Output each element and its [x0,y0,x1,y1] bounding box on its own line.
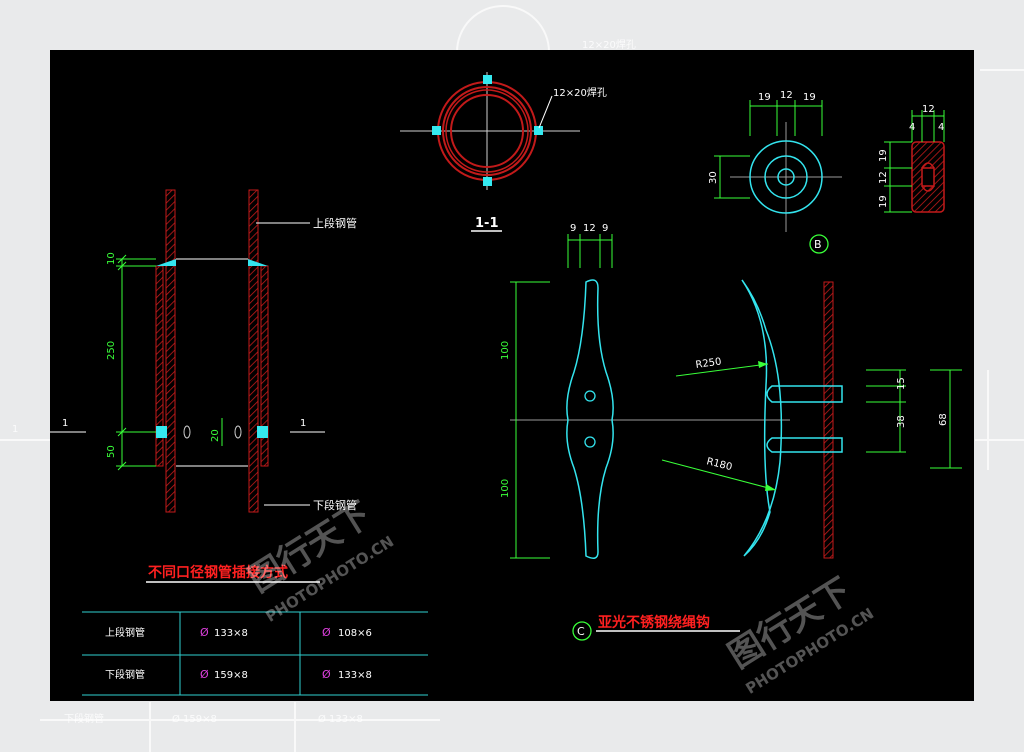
dim-top: 10 [106,252,117,265]
marker-b-label: B [814,238,822,251]
pulley-side-dim-6: 19 [878,195,889,208]
cad-drawing-sheet: 12×20焊孔 1-1 1 1 [50,50,974,701]
pipe-joint-drawing: 1 1 10 250 50 20 上段钢管 下段钢管 不同口径钢管插接方式 [50,189,357,583]
weld-hole-bottom [483,177,492,186]
weld-hole-left [432,126,441,135]
marker-c: C [572,621,592,641]
cleat-side-dim-2: 38 [896,415,907,428]
lower-pipe-label: 下段钢管 [313,498,357,512]
pulley-b-side: 12 4 4 19 12 19 [878,104,945,213]
cleat-side-dim-1: 15 [896,377,907,390]
weld-hole-right [534,126,543,135]
cleat-dim-upper: 100 [500,341,511,360]
table-row-2-name: 下段钢管 [105,668,145,681]
cleat-c-front: 9 12 9 100 100 [500,223,790,559]
diameter-symbol: Ø [200,668,209,681]
marker-c-label: C [577,625,585,638]
cad-drawing: 12×20焊孔 1-1 1 1 [50,72,962,696]
pulley-dim-2: 12 [780,90,793,101]
section-mark-left: 1 [62,418,68,429]
radius-1: R250 [695,356,722,371]
pulley-side-dim-1: 12 [922,104,935,115]
weld-hole-top [483,75,492,84]
joint-weld-right [257,426,268,438]
joint-weld-left [156,426,167,438]
pulley-side-dim-2: 4 [909,122,915,133]
pulley-b-front: 19 12 19 30 [708,90,842,232]
diameter-symbol: Ø [200,626,209,639]
pulley-side-dim-4: 19 [878,149,889,162]
table-row-2-spec-2: 133×8 [338,670,372,681]
pulley-side-dim-3: 4 [938,122,944,133]
table-row-1-name: 上段钢管 [105,626,145,639]
pulley-dim-1: 19 [758,92,771,103]
cleat-title: 亚光不锈钢绕绳钩 [598,614,710,631]
diameter-symbol: Ø [322,668,331,681]
dim-mid: 250 [106,341,117,360]
spec-table: 上段钢管 Ø 133×8 Ø 108×6 下段钢管 Ø 159×8 Ø 133×… [82,611,428,696]
svg-text:Ø 159×8: Ø 159×8 [172,713,217,725]
cleat-dim-lower: 100 [500,479,511,498]
svg-text:1: 1 [12,424,18,435]
svg-text:12×20焊孔: 12×20焊孔 [582,39,636,51]
cleat-side-dim-3: 68 [938,413,949,426]
joint-title: 不同口径钢管插接方式 [148,564,288,581]
cleat-c-side: R250 R180 15 38 68 [661,279,962,559]
dim-bottom: 50 [106,445,117,458]
pulley-dim-height: 30 [708,171,719,184]
marker-b: B [809,234,829,254]
svg-text:下段钢管: 下段钢管 [64,712,104,725]
section-title: 1-1 [475,216,499,231]
radius-2: R180 [705,456,733,473]
section-mark-right: 1 [300,418,306,429]
upper-pipe-label: 上段钢管 [313,216,357,230]
table-row-1-spec-2: 108×6 [338,628,372,639]
diameter-symbol: Ø [322,626,331,639]
dim-hole: 20 [210,429,221,442]
cleat-dim-3: 9 [602,223,608,234]
hole-label: 12×20焊孔 [553,87,607,99]
svg-text:Ø 133×8: Ø 133×8 [318,713,363,725]
pulley-dim-3: 19 [803,92,816,103]
section-1-1-ring: 12×20焊孔 1-1 [400,72,607,232]
cleat-dim-2: 12 [583,223,596,234]
table-row-2-spec-1: 159×8 [214,670,248,681]
pulley-side-dim-5: 12 [878,171,889,184]
table-row-1-spec-1: 133×8 [214,628,248,639]
cleat-dim-1: 9 [570,223,576,234]
